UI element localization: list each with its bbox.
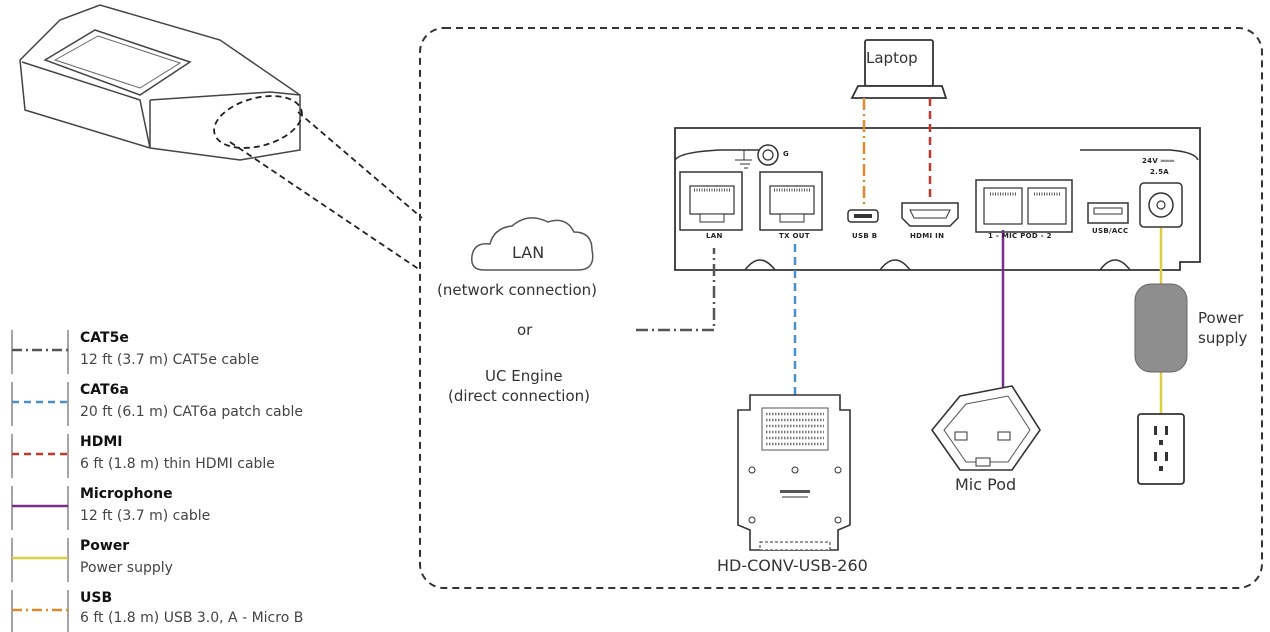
control-unit-rear-panel bbox=[674, 127, 1201, 271]
legend-title-cat5e: CAT5e bbox=[80, 330, 129, 346]
legend-desc-cat6a: 20 ft (6.1 m) CAT6a patch cable bbox=[80, 404, 304, 420]
legend-title-microphone: Microphone bbox=[80, 486, 173, 502]
port-label-tx-out: TX OUT bbox=[779, 232, 810, 240]
legend-desc-microphone: 12 ft (3.7 m) cable bbox=[80, 508, 211, 524]
legend-swatch-hdmi bbox=[11, 434, 69, 478]
mic-pod-label: Mic Pod bbox=[955, 475, 1017, 494]
legend-desc-hdmi: 6 ft (1.8 m) thin HDMI cable bbox=[80, 456, 275, 472]
port-label-hdmi-in: HDMI IN bbox=[910, 232, 945, 240]
converter-label: HD-CONV-USB-260 bbox=[717, 556, 868, 575]
cloud-icon bbox=[471, 217, 594, 271]
converter-device bbox=[737, 394, 851, 551]
power-rating-voltage: 24V ═══ bbox=[1142, 157, 1175, 165]
callout-line-bottom bbox=[229, 141, 421, 271]
laptop-icon bbox=[850, 39, 948, 99]
port-label-usb-acc: USB/ACC bbox=[1092, 227, 1129, 235]
legend-swatch-power bbox=[11, 538, 69, 582]
legend-title-power: Power bbox=[80, 538, 130, 554]
legend-swatch-usb bbox=[11, 590, 69, 632]
lan-label: LAN bbox=[512, 243, 545, 262]
cable-cat5e bbox=[636, 248, 716, 332]
port-label-usb-b: USB B bbox=[852, 232, 878, 240]
callout-line-top bbox=[297, 111, 423, 219]
power-supply-label-2: supply bbox=[1198, 329, 1248, 347]
detail-frame bbox=[419, 27, 1263, 589]
detail-callout-ellipse bbox=[213, 95, 303, 149]
legend-title-cat6a: CAT6a bbox=[80, 382, 129, 398]
legend-desc-power: Power supply bbox=[80, 560, 173, 576]
legend-swatches bbox=[11, 330, 69, 632]
power-supply-brick bbox=[1134, 283, 1188, 373]
lan-sublabel: (network connection) bbox=[437, 281, 598, 299]
uc-engine-label: UC Engine bbox=[485, 367, 563, 385]
ground-label: G bbox=[783, 150, 790, 158]
legend-title-hdmi: HDMI bbox=[80, 434, 123, 450]
port-label-mic-pod: 1 - MIC POD - 2 bbox=[988, 232, 1052, 240]
legend-swatch-cat5e bbox=[11, 330, 69, 374]
legend-desc-cat5e: 12 ft (3.7 m) CAT5e cable bbox=[80, 352, 260, 368]
legend-title-usb: USB bbox=[80, 590, 113, 606]
power-supply-label-1: Power bbox=[1198, 309, 1244, 327]
legend-desc-usb: 6 ft (1.8 m) USB 3.0, A - Micro B bbox=[80, 610, 304, 626]
uc-engine-sublabel: (direct connection) bbox=[448, 387, 591, 405]
laptop-label: Laptop bbox=[866, 49, 918, 67]
wall-outlet-icon bbox=[1137, 413, 1185, 485]
or-label: or bbox=[517, 321, 533, 339]
mic-pod-icon bbox=[930, 385, 1041, 471]
power-rating-current: 2.5A bbox=[1150, 168, 1170, 176]
touch-panel-illustration bbox=[19, 4, 301, 161]
port-label-lan: LAN bbox=[706, 232, 723, 240]
legend-swatch-microphone bbox=[11, 486, 69, 530]
legend-swatch-cat6a bbox=[11, 382, 69, 426]
